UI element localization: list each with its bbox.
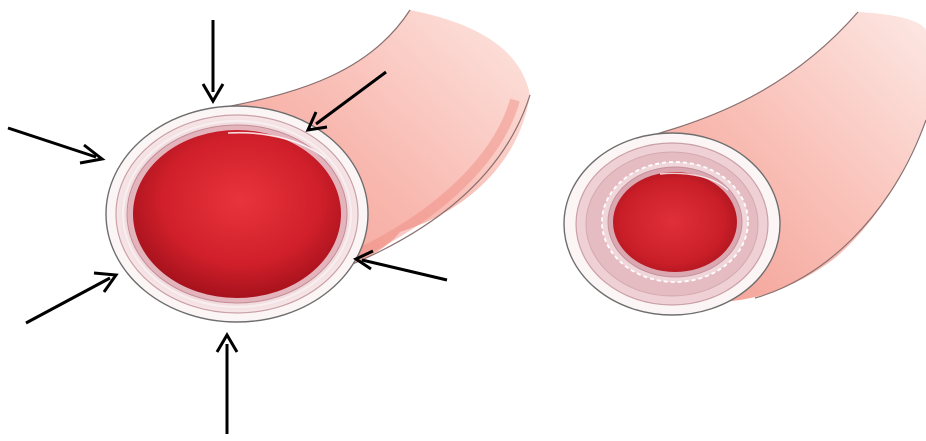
- right-vessel-lumen: [613, 172, 737, 272]
- arrow-left: [8, 128, 102, 163]
- arrow-bottom: [217, 335, 237, 434]
- left-vessel-lumen: [133, 130, 341, 298]
- left-vessel: [106, 10, 530, 322]
- right-vessel: [564, 12, 926, 315]
- arrow-bottom-left: [26, 273, 116, 323]
- arrow-top: [203, 20, 223, 101]
